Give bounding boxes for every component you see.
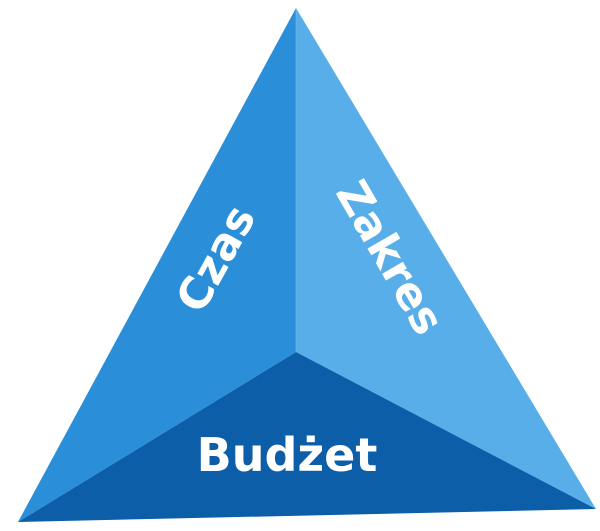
face-bottom-budzet (18, 352, 596, 522)
face-left-czas (18, 8, 296, 522)
label-budzet: Budżet (197, 428, 378, 482)
face-right-zakres (296, 8, 596, 509)
